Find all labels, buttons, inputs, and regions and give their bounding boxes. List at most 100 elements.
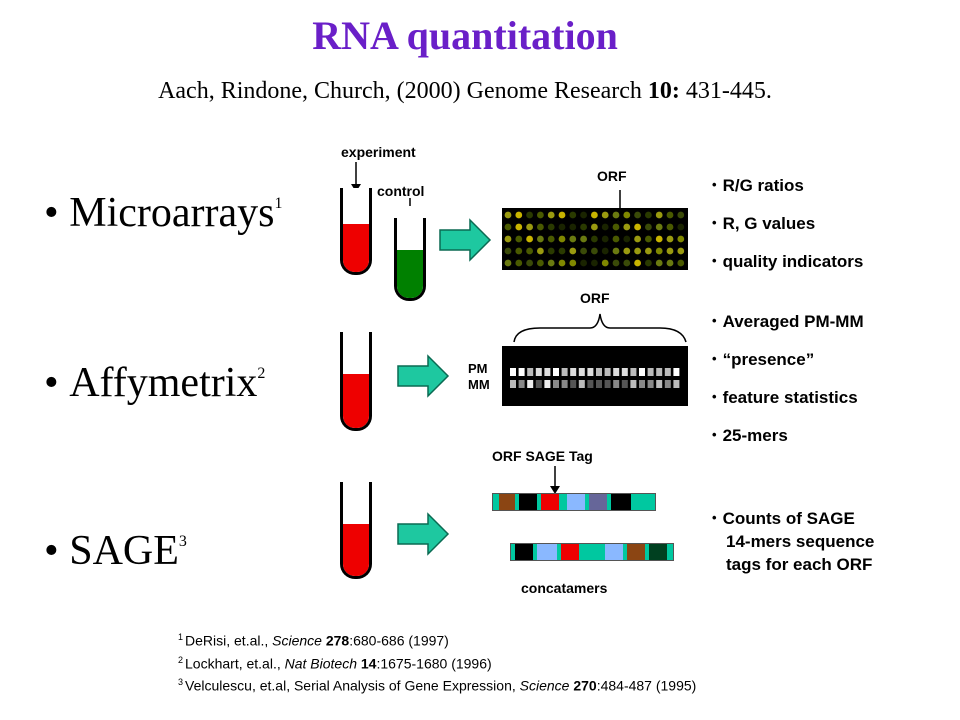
sage-tag (537, 494, 541, 510)
bullet-footnote-ref: 1 (274, 195, 283, 212)
probe-band (544, 380, 551, 388)
probe-band (604, 380, 611, 388)
probe-band (639, 368, 645, 376)
sage-tag (589, 494, 607, 510)
array-spot (591, 247, 598, 255)
array-spot (666, 223, 674, 231)
probe-band (656, 380, 663, 388)
sage-tag (493, 494, 499, 510)
list-item: •Averaged PM-MM (712, 312, 864, 331)
array-spot (515, 259, 523, 267)
control-tube (394, 218, 426, 301)
sage-tag (537, 544, 557, 560)
sage-tag (557, 544, 561, 560)
array-spot (547, 223, 555, 231)
array-spot (634, 211, 641, 219)
array-spot (655, 247, 663, 255)
list-item: •R, G values (712, 214, 816, 233)
probe-band (527, 380, 534, 388)
array-spot (526, 259, 533, 267)
probe-band (561, 368, 568, 376)
sage-tag (645, 544, 649, 560)
array-spot (645, 211, 652, 219)
array-spot (558, 235, 566, 243)
microarray-image (502, 208, 688, 270)
probe-band (518, 368, 525, 376)
probe-band (621, 380, 628, 388)
affy-probe-image (502, 346, 688, 406)
array-spot (569, 259, 577, 267)
probe-band (510, 368, 516, 376)
list-item-continuation: 14-mers sequence (726, 532, 875, 551)
list-item-continuation: tags for each ORF (726, 555, 873, 574)
sage-tag (611, 494, 631, 510)
sage-tag (579, 544, 605, 560)
array-spot (623, 211, 631, 219)
array-spot (547, 247, 555, 255)
probe-band (596, 380, 602, 388)
citation-pages: 431-445. (679, 78, 772, 104)
array-spot (504, 235, 512, 243)
pm-label: PM (468, 361, 488, 376)
array-spot (569, 223, 577, 231)
bullet-footnote-ref: 3 (178, 533, 187, 550)
array-spot (547, 259, 555, 267)
array-spot (601, 235, 609, 243)
array-spot (655, 211, 663, 219)
sage-tag (519, 494, 537, 510)
sage-tag (649, 544, 667, 560)
array-spot (601, 259, 609, 267)
array-spot (569, 235, 577, 243)
array-spot (526, 223, 533, 231)
experiment-tube (340, 188, 372, 275)
array-spot (677, 223, 685, 231)
array-spot (537, 259, 544, 267)
array-spot (634, 235, 641, 243)
array-spot (666, 211, 674, 219)
sage-tag (561, 544, 579, 560)
sage-concatamer-2 (510, 543, 674, 561)
array-spot (558, 259, 566, 267)
orf-microarray-label: ORF (597, 168, 627, 184)
bullet-sage: • SAGE3 (44, 528, 187, 574)
array-spot (677, 247, 685, 255)
array-spot (591, 235, 598, 243)
citation-volume: 10: (647, 78, 680, 104)
sage-sample-fill (343, 524, 369, 576)
sage-tag (515, 544, 533, 560)
list-item: •25-mers (712, 426, 788, 445)
list-item: •“presence” (712, 350, 815, 369)
array-spot (569, 247, 577, 255)
array-spot (612, 259, 620, 267)
array-spot (537, 211, 544, 219)
array-spot (526, 211, 533, 219)
array-spot (547, 211, 555, 219)
array-spot (591, 211, 598, 219)
probe-band (578, 368, 585, 376)
array-spot (677, 235, 685, 243)
array-spot (634, 247, 641, 255)
experiment-label: experiment (341, 144, 416, 160)
probe-band (596, 368, 602, 376)
array-spot (645, 235, 652, 243)
array-spot (515, 223, 523, 231)
sage-concatamer-1 (492, 493, 656, 511)
array-spot (677, 211, 685, 219)
sage-tag (511, 544, 515, 560)
citation-authors: Aach, Rindone, Church, (2000) Genome Res… (158, 78, 648, 104)
array-spot (623, 259, 631, 267)
bullet-label: Affymetrix (69, 360, 258, 406)
orf-affy-label: ORF (580, 290, 610, 306)
probe-band (673, 368, 680, 376)
sage-tag (627, 544, 645, 560)
orf-brace (513, 313, 687, 343)
experiment-sample-fill (343, 224, 369, 272)
array-spot (623, 247, 631, 255)
citation: Aach, Rindone, Church, (2000) Genome Res… (0, 78, 930, 105)
array-spot (580, 259, 587, 267)
array-spot (526, 235, 533, 243)
array-spot (580, 211, 587, 219)
array-spot (612, 247, 620, 255)
